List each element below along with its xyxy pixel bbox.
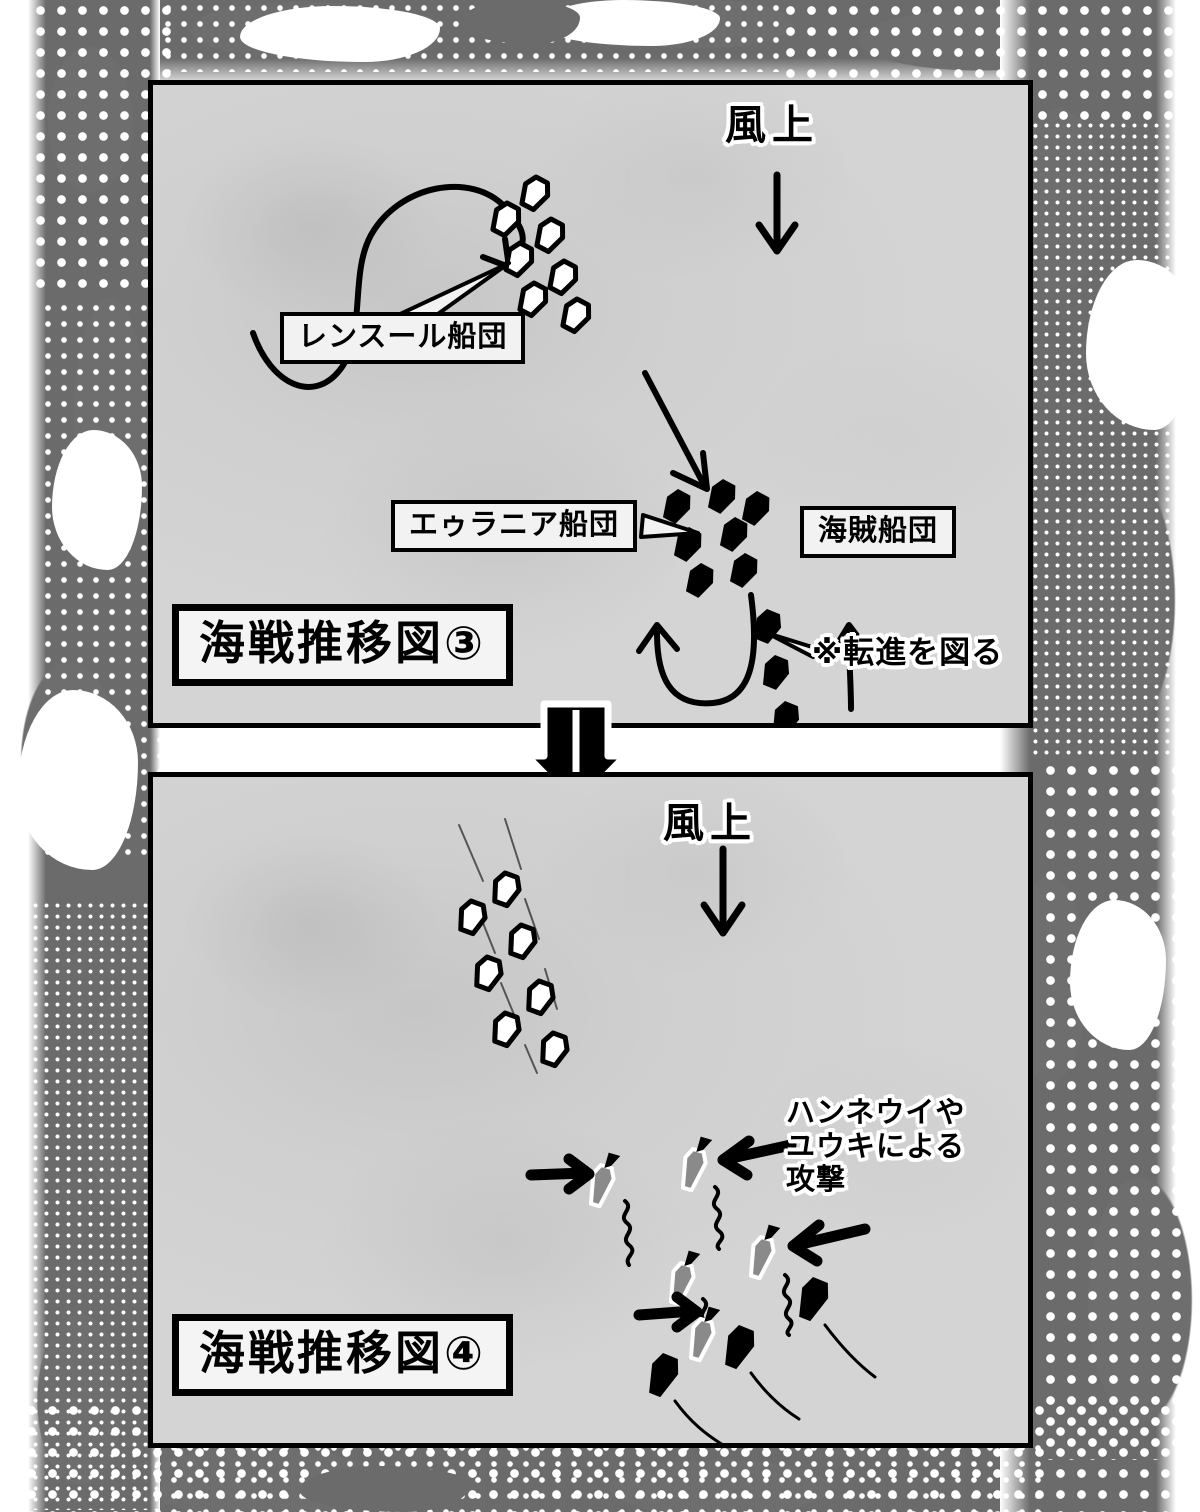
attack-arrow-5 bbox=[633, 1291, 703, 1333]
smoke-trail-3 bbox=[781, 1273, 794, 1337]
paint-splat-2 bbox=[18, 690, 138, 870]
panel-4-graphics bbox=[458, 818, 877, 1443]
fleet-label-eurania-text: エゥラニア船団 bbox=[409, 507, 620, 541]
attack-arrow-1 bbox=[525, 1153, 595, 1195]
eurania-attack-arrow bbox=[642, 370, 710, 492]
note-course-change: ※転進を図る bbox=[812, 635, 1004, 671]
rensour-fleet-markers-4 bbox=[458, 870, 570, 1069]
attack-arrow-3 bbox=[787, 1219, 871, 1267]
course-change-arrow bbox=[636, 592, 758, 707]
panel-title-4: 海戦推移図④ bbox=[172, 1314, 513, 1397]
attack-arrow-2 bbox=[717, 1135, 797, 1181]
turn-note-arrow bbox=[830, 622, 870, 712]
smoke-trail-2 bbox=[711, 1185, 725, 1251]
paint-splat-5 bbox=[240, 6, 440, 62]
halftone-screen-right-low bbox=[1040, 760, 1200, 1460]
panel-naval-diagram-4 bbox=[148, 772, 1033, 1448]
ink-splat-2 bbox=[300, 1466, 470, 1512]
rensour-wake-lines bbox=[458, 818, 558, 1074]
damaged-ships-group bbox=[525, 1135, 871, 1363]
fleet-label-eurania: エゥラニア船団 bbox=[391, 500, 638, 552]
wind-arrow-4 bbox=[700, 845, 746, 937]
ink-splat-1 bbox=[460, 0, 580, 44]
paint-splat-4 bbox=[1070, 900, 1166, 1050]
eurania-fleet-markers bbox=[662, 479, 770, 598]
paint-splat-1 bbox=[52, 430, 142, 570]
rensour-fleet-markers bbox=[490, 174, 592, 335]
wind-arrow-3 bbox=[755, 171, 799, 255]
fleet-label-pirate-text: 海賊船団 bbox=[818, 513, 939, 547]
panel-title-3: 海戦推移図③ bbox=[172, 604, 513, 687]
pirate-callout-leader bbox=[765, 631, 827, 659]
fleet-label-rensour-text: レンスール船団 bbox=[298, 319, 508, 353]
halftone-screen-right bbox=[1030, 120, 1200, 760]
fleet-label-pirate: 海賊船団 bbox=[800, 506, 957, 558]
eurania-callout-leader bbox=[639, 513, 700, 539]
pirate-fleet-markers bbox=[755, 609, 800, 723]
fleet-label-rensour: レンスール船団 bbox=[280, 312, 526, 364]
wind-label-4: 風上 bbox=[663, 799, 757, 847]
wind-label-3: 風上 bbox=[725, 101, 819, 149]
attacking-black-ships bbox=[649, 1277, 877, 1443]
panel-3-graphics bbox=[250, 171, 870, 723]
note-attack: ハンネウイや ユウキによる 攻撃 bbox=[786, 1095, 966, 1197]
paint-splat-3 bbox=[1086, 260, 1196, 430]
smoke-trail-1 bbox=[621, 1199, 635, 1267]
